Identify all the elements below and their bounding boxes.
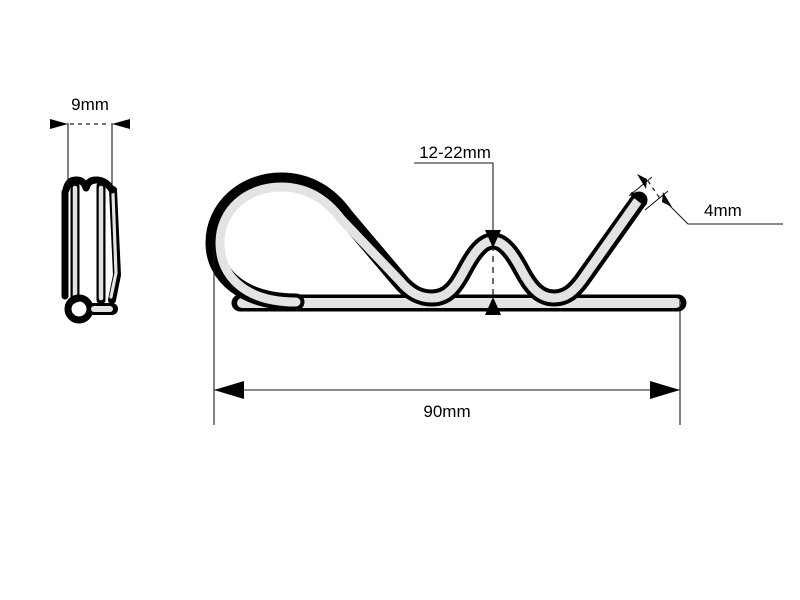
end-view-return-strand-core — [109, 192, 118, 299]
dimension-4mm-ext-upper — [628, 176, 653, 197]
dimension-4mm-leader — [662, 198, 783, 225]
end-view-eye-circle-hole — [72, 302, 86, 316]
dimension-12-22mm-arrow-top — [485, 230, 501, 248]
dimension-90mm-label: 90mm — [423, 402, 470, 421]
angled-tip-end-face — [629, 191, 648, 207]
dimension-90mm-arrow-right — [650, 381, 680, 399]
dimension-12-22mm: 12-22mm — [414, 143, 501, 315]
dimension-4mm-arrow-lower — [662, 192, 672, 207]
dimension-90mm-arrow-left — [214, 381, 244, 399]
dimension-4mm-dashed-span — [647, 180, 662, 201]
end-view-wire-body — [61, 176, 121, 324]
dimension-4mm-arrow-upper — [637, 174, 647, 189]
side-view-sprung-strand — [205, 172, 648, 311]
dimension-9mm-arrow-right — [112, 119, 130, 129]
dimension-9mm: 9mm — [50, 95, 130, 186]
sprung-strand-core — [215, 182, 642, 307]
dimension-4mm-label: 4mm — [704, 201, 742, 220]
dimension-12-22mm-label: 12-22mm — [419, 143, 491, 162]
dimension-9mm-arrow-left — [50, 119, 68, 129]
dimension-4mm: 4mm — [628, 174, 783, 225]
angled-tip-cap — [629, 191, 648, 207]
side-view-group: 12-22mm 4mm — [205, 143, 783, 425]
dimension-12-22mm-arrow-bottom — [485, 297, 501, 315]
end-view-top-cap-outline — [62, 176, 116, 194]
dimension-90mm: 90mm — [213, 250, 681, 425]
end-view-group: 9mm — [50, 95, 130, 324]
dimension-9mm-label: 9mm — [71, 95, 109, 114]
dimension-12-22mm-leader — [414, 162, 494, 232]
